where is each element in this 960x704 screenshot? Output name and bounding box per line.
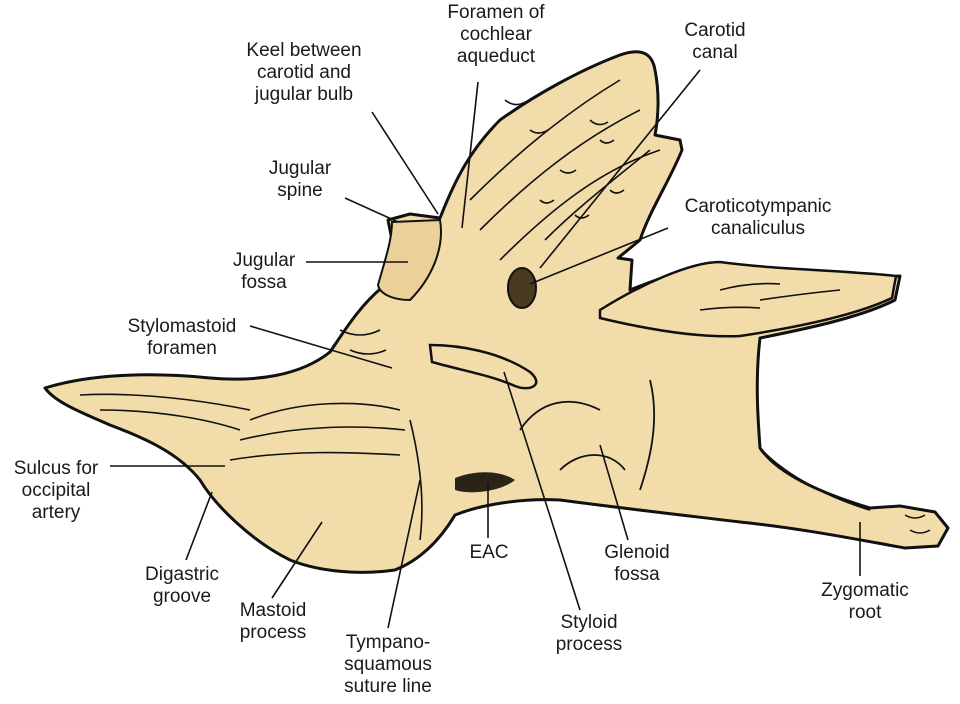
carotid-canal-opening — [507, 267, 537, 309]
leader-jugular-spine — [344, 197, 399, 223]
label-jugular-spine: Jugular spine — [268, 158, 332, 201]
leader-digastric — [185, 491, 213, 561]
label-sulcus-occipital-artery: Sulcus for occipital artery — [13, 458, 99, 523]
jugular-fossa-shape — [376, 218, 442, 302]
leader-foramen-cochlear — [461, 81, 479, 229]
label-stylomastoid-foramen: Stylomastoid foramen — [127, 316, 237, 359]
label-glenoid-fossa: Glenoid fossa — [604, 542, 670, 585]
leader-carotid-canal — [539, 69, 701, 269]
styloid-process-shape — [428, 343, 538, 390]
leader-glenoid — [599, 444, 629, 541]
label-foramen-cochlear-aqueduct: Foramen of cochlear aqueduct — [447, 2, 545, 67]
mastoid-texture — [79, 329, 423, 541]
leader-tympano — [387, 479, 421, 629]
leader-keel — [371, 111, 439, 215]
label-carotid-canal: Carotid canal — [684, 20, 746, 63]
zygomatic-tip — [904, 514, 931, 534]
squama-plate — [598, 260, 898, 338]
petrous-texture — [469, 79, 841, 311]
label-styloid-process: Styloid process — [555, 612, 623, 655]
label-jugular-fossa: Jugular fossa — [232, 250, 296, 293]
label-mastoid-process: Mastoid process — [239, 600, 307, 643]
bone-outline — [43, 50, 950, 574]
label-zygomatic-root: Zygomatic root — [821, 580, 909, 623]
label-keel-between-carotid-jugular: Keel between carotid and jugular bulb — [246, 40, 362, 105]
leader-styloid — [503, 371, 581, 611]
label-caroticotympanic-canaliculus: Caroticotympanic canaliculus — [684, 196, 832, 239]
label-digastric-groove: Digastric groove — [145, 564, 219, 607]
leader-mastoid — [271, 521, 323, 599]
glenoid-texture — [519, 379, 871, 511]
leader-caroticotympanic — [529, 227, 669, 285]
label-tympanosquamous-suture-line: Tympano- squamous suture line — [344, 632, 432, 697]
leader-stylomastoid — [249, 325, 393, 369]
leader-lines — [110, 69, 861, 629]
eac-shadow — [455, 472, 515, 493]
label-eac: EAC — [469, 542, 509, 563]
